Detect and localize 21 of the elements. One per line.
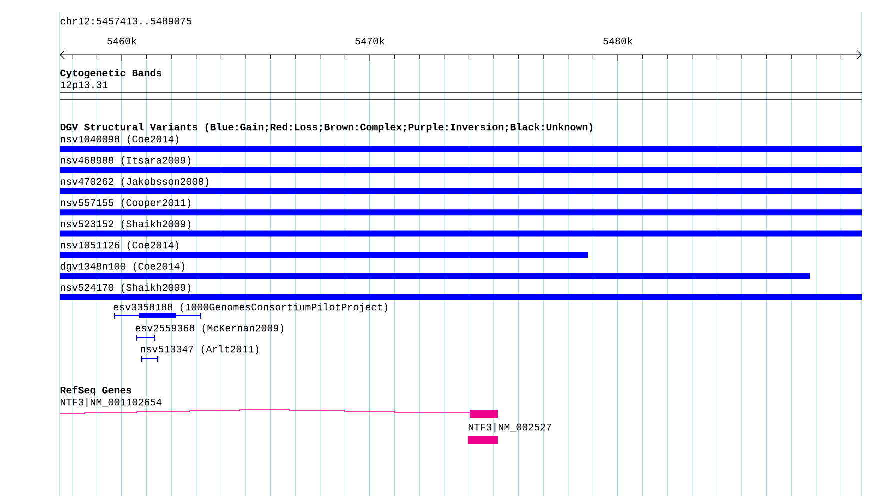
track-title: DGV Structural Variants (Blue:Gain;Red:Loss;Brown:Complex;Purple:Inversion;Black:Unknown) (60, 123, 593, 133)
variant-label: nsv513347 (Arlt2011) (141, 345, 259, 355)
gene-label: NTF3|NM_001102654 (61, 398, 162, 408)
variant-label: nsv1051126 (Coe2014) (61, 241, 179, 251)
track-title: Cytogenetic Bands (60, 69, 162, 79)
variant-label: nsv1040098 (Coe2014) (61, 135, 179, 145)
axis-tick-label: 5470k (356, 37, 384, 45)
coordinate-range: chr12:5457413..5489075 (60, 17, 192, 25)
gene-label: NTF3|NM_002527 (469, 423, 552, 433)
variant-label: nsv470262 (Jakobsson2008) (61, 178, 209, 188)
variant-label: esv3358188 (1000GenomesConsortiumPilotProject) (114, 303, 388, 313)
variant-label: nsv468988 (Itsara2009) (61, 156, 191, 166)
variant-label: nsv523152 (Shaikh2009) (61, 220, 191, 230)
variant-label: nsv524170 (Shaikh2009) (61, 284, 191, 294)
axis-tick-label: 5480k (604, 37, 632, 45)
variant-label: esv2559368 (McKernan2009) (136, 324, 284, 334)
axis-tick-label: 5460k (108, 37, 136, 45)
band-label: 12p13.31 (60, 82, 108, 90)
variant-label: dgv1348n100 (Coe2014) (60, 262, 185, 272)
track-title: RefSeq Genes (60, 386, 132, 396)
variant-label: nsv557155 (Cooper2011) (61, 198, 191, 208)
